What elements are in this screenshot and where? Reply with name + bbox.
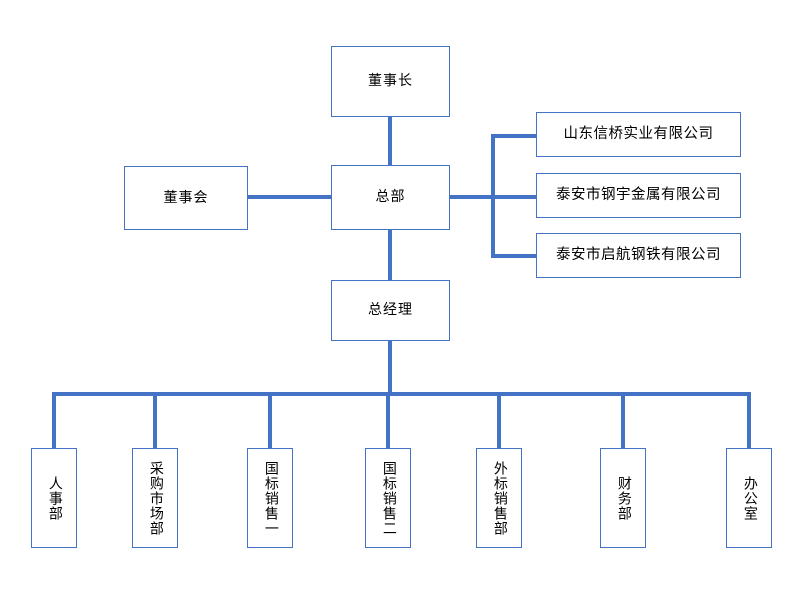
- node-dept-national-sales-1-label: 国标销售一: [262, 460, 279, 536]
- node-board-of-directors[interactable]: 董事会: [124, 166, 248, 230]
- connector-trunk-to-subsidiary-1: [491, 134, 537, 138]
- node-dept-national-sales-2-label: 国标销售二: [380, 460, 397, 536]
- node-headquarters-label: 总部: [375, 189, 406, 206]
- node-board-of-directors-label: 董事会: [163, 189, 209, 206]
- connector-bus-to-dept1: [52, 392, 56, 449]
- node-dept-hr[interactable]: 人事部: [31, 448, 77, 548]
- node-subsidiary-2[interactable]: 泰安市钢宇金属有限公司: [536, 173, 741, 218]
- node-subsidiary-1[interactable]: 山东信桥实业有限公司: [536, 112, 741, 157]
- connector-department-bus: [52, 392, 751, 396]
- node-dept-foreign-sales[interactable]: 外标销售部: [476, 448, 522, 548]
- connector-bus-to-dept7: [747, 392, 751, 449]
- node-subsidiary-2-label: 泰安市钢宇金属有限公司: [556, 186, 721, 203]
- node-dept-finance[interactable]: 财务部: [600, 448, 646, 548]
- node-dept-finance-label: 财务部: [615, 475, 632, 521]
- connector-hq-to-gm: [388, 229, 392, 281]
- node-general-manager-label: 总经理: [368, 302, 413, 319]
- node-headquarters[interactable]: 总部: [331, 165, 450, 230]
- connector-trunk-to-subsidiary-3: [491, 254, 537, 258]
- connector-board-to-hq: [247, 195, 332, 199]
- connector-bus-to-dept6: [621, 392, 625, 449]
- node-subsidiary-1-label: 山东信桥实业有限公司: [563, 125, 714, 142]
- node-dept-procurement-market-label: 采购市场部: [147, 460, 164, 536]
- node-dept-office-label: 办公室: [741, 475, 758, 521]
- node-dept-national-sales-1[interactable]: 国标销售一: [247, 448, 293, 548]
- connector-bus-to-dept4: [386, 392, 390, 449]
- connector-gm-to-department-bus: [388, 340, 392, 396]
- connector-bus-to-dept5: [497, 392, 501, 449]
- connector-hq-to-subsidiaries-stub: [449, 195, 495, 199]
- connector-bus-to-dept2: [153, 392, 157, 449]
- node-dept-national-sales-2[interactable]: 国标销售二: [365, 448, 411, 548]
- connector-trunk-to-subsidiary-2: [491, 195, 537, 199]
- node-dept-procurement-market[interactable]: 采购市场部: [132, 448, 178, 548]
- node-dept-foreign-sales-label: 外标销售部: [491, 460, 508, 536]
- node-subsidiary-3[interactable]: 泰安市启航钢铁有限公司: [536, 233, 741, 278]
- connector-chairman-to-hq: [388, 117, 392, 166]
- node-chairman[interactable]: 董事长: [331, 46, 450, 117]
- node-chairman-label: 董事长: [368, 73, 413, 90]
- node-subsidiary-3-label: 泰安市启航钢铁有限公司: [556, 246, 721, 263]
- node-general-manager[interactable]: 总经理: [331, 280, 450, 341]
- node-dept-office[interactable]: 办公室: [726, 448, 772, 548]
- node-dept-hr-label: 人事部: [46, 475, 63, 521]
- connector-bus-to-dept3: [268, 392, 272, 449]
